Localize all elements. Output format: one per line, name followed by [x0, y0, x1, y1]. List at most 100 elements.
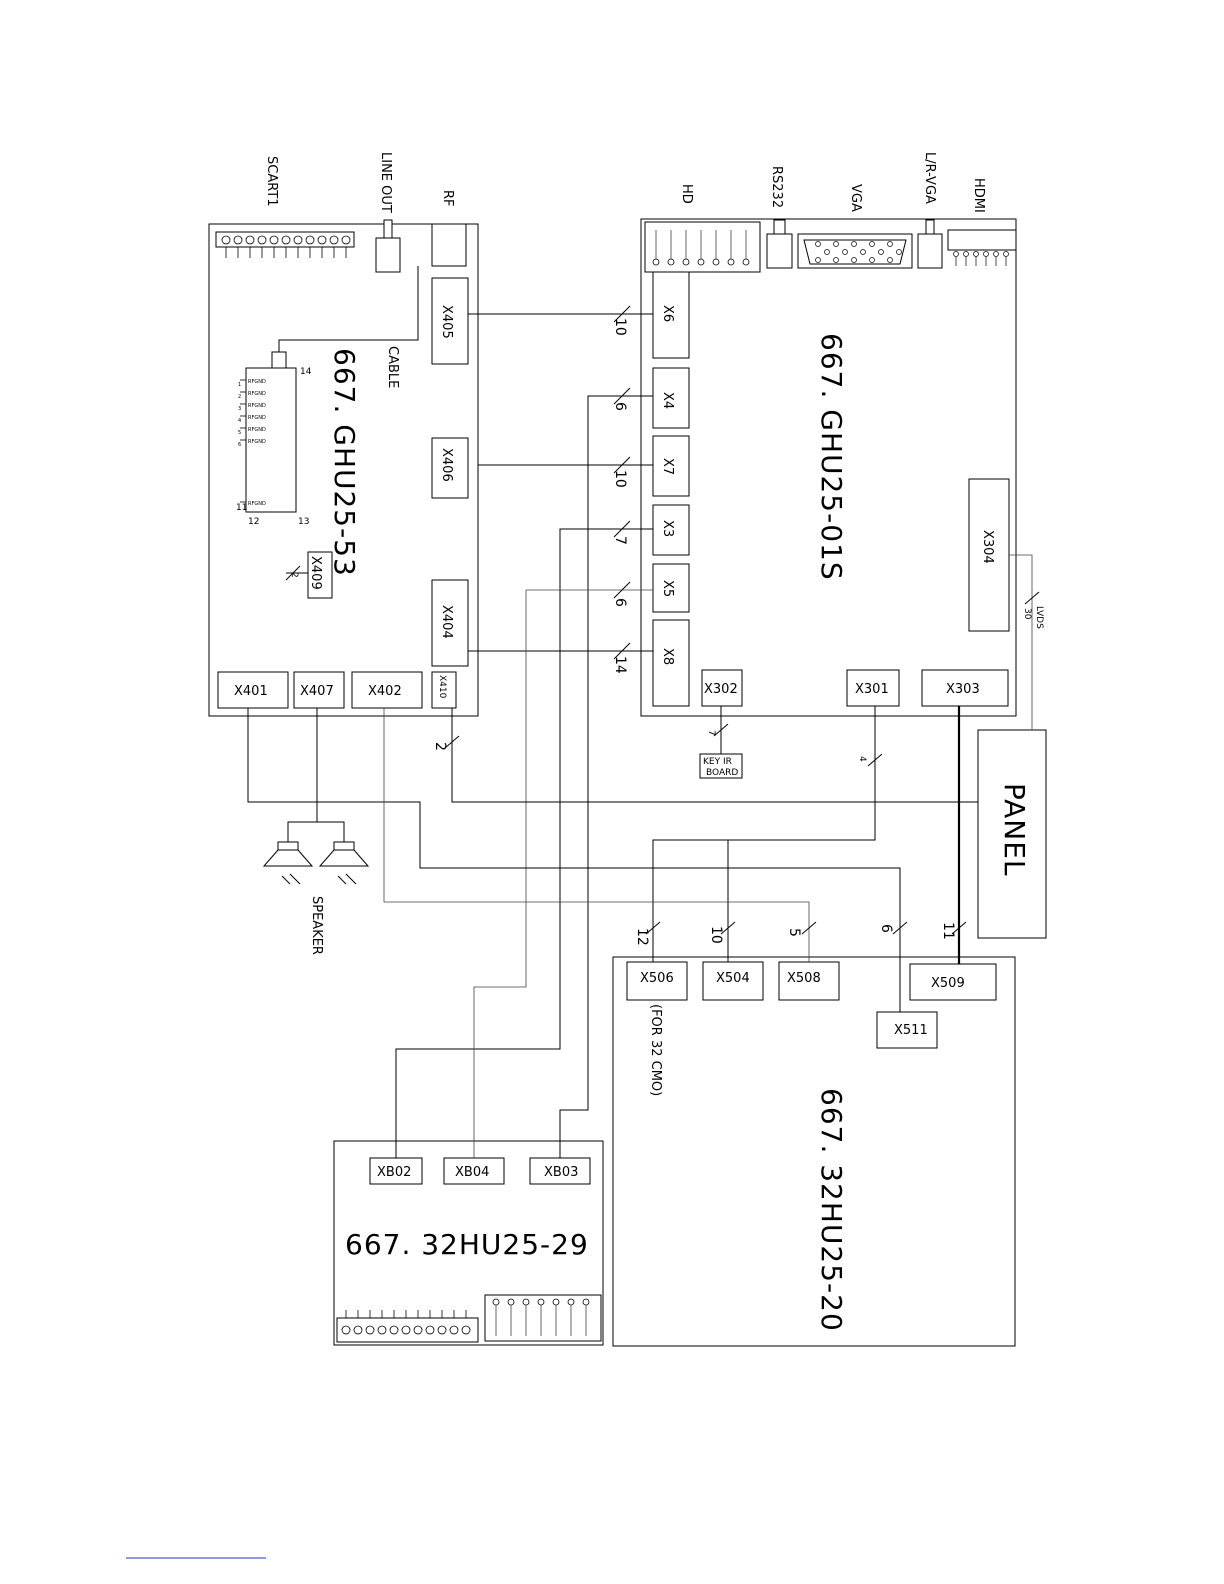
vga-pin — [869, 241, 875, 247]
tuner-pin-top: 14 — [300, 367, 312, 377]
tuner-module: 14 12 13 11 RFGNDRFGNDRFGNDRFGNDRFGNDRFG… — [236, 266, 419, 527]
vga-pin — [869, 257, 875, 263]
wc-x302: 7 — [706, 730, 716, 736]
x509-connector — [909, 963, 997, 1001]
wire-x410-panel — [451, 708, 978, 803]
x407-label: X407 — [300, 684, 334, 699]
scart1-pin — [293, 235, 303, 245]
x504-label: X504 — [716, 971, 750, 986]
bottom-av-connector — [484, 1294, 602, 1342]
wire-x4-xb03 — [559, 395, 653, 1158]
wire-tick — [645, 921, 661, 935]
x401-label: X401 — [234, 684, 268, 699]
board-32hu25-20 — [612, 956, 1016, 1347]
wire-tick — [613, 456, 631, 474]
vga-pin — [833, 257, 839, 263]
tuner-pin-number: 5 — [238, 430, 241, 436]
hdmi-pin — [973, 251, 979, 257]
panel-box — [977, 729, 1047, 939]
xb03-label: XB03 — [544, 1165, 578, 1180]
x406-connector — [431, 437, 469, 499]
xb04-connector — [443, 1157, 505, 1185]
wc-x506: 12 — [634, 928, 650, 946]
wire-tick — [867, 753, 883, 767]
scart1-label: SCART1 — [264, 156, 279, 207]
scart1-pin — [269, 235, 279, 245]
x511-label: X511 — [894, 1023, 928, 1038]
wire-tick — [801, 921, 817, 935]
tuner-pin-number: 1 — [238, 382, 241, 388]
wire-tick — [720, 921, 736, 935]
x302-connector — [701, 669, 743, 707]
wire-x402-x508 — [383, 708, 810, 962]
x303-label: X303 — [946, 682, 980, 697]
x5-connector — [652, 563, 690, 613]
wc-x509: 11 — [940, 922, 956, 940]
x301-connector — [846, 669, 900, 707]
vga-connector — [797, 233, 913, 269]
hdmi-label: HDMI — [971, 178, 986, 213]
x506-label: X506 — [640, 971, 674, 986]
tuner-pin-br: 13 — [298, 517, 309, 527]
vga-pin — [815, 241, 821, 247]
x508-connector — [778, 961, 840, 1001]
hdmi-pin — [963, 251, 969, 257]
x4-connector — [652, 367, 690, 429]
wire-tick — [613, 520, 631, 538]
tuner-pin-label: RFGND — [248, 427, 266, 433]
tuner-pin-label: RFGND — [248, 391, 266, 397]
wire-x3-xb02 — [395, 528, 653, 1158]
lvds-label: LVDS — [1034, 606, 1044, 629]
x8-label: X8 — [660, 648, 675, 665]
wc-x410: 2 — [432, 742, 448, 751]
vga-pin — [878, 249, 884, 255]
x409-label: X409 — [308, 556, 323, 590]
vga-pin — [815, 257, 821, 263]
x7-label: X7 — [660, 458, 675, 475]
board-ghu25-01s — [640, 218, 1017, 717]
rs232-plug — [773, 219, 786, 235]
xb02-label: XB02 — [377, 1165, 411, 1180]
hdmi-pin — [1003, 251, 1009, 257]
scart1-pin — [245, 235, 255, 245]
x404-connector — [431, 579, 469, 667]
vga-pin — [851, 257, 857, 263]
bottom-scart-pin — [437, 1325, 447, 1335]
bottom-scart-pin — [449, 1325, 459, 1335]
bottom-scart-pin — [413, 1325, 423, 1335]
wc-x301: 4 — [857, 756, 867, 762]
vga-label: VGA — [848, 184, 863, 212]
bottom-scart-pin — [461, 1325, 471, 1335]
wc-x3: 7 — [612, 536, 628, 545]
tuner-pin-label: RFGND — [248, 379, 266, 385]
vga-pin — [887, 241, 893, 247]
wire-speaker-split — [287, 821, 345, 842]
vga-pin — [824, 249, 830, 255]
tuner-pin-bl: 12 — [248, 517, 259, 527]
wc-x4: 6 — [612, 402, 628, 411]
scart1-pin — [281, 235, 291, 245]
x511-connector — [876, 1011, 938, 1049]
lr-vga-plug — [925, 219, 935, 235]
line-out-jack — [375, 237, 401, 273]
bottom-scart-pin — [377, 1325, 387, 1335]
wire-x301-x506 — [652, 706, 876, 962]
hdmi-pin — [993, 251, 999, 257]
x508-label: X508 — [787, 971, 821, 986]
wire-tick — [444, 735, 460, 749]
bottom-scart-pin — [341, 1325, 351, 1335]
hdmi-pin — [953, 251, 959, 257]
x506-connector — [626, 961, 688, 1001]
tuner-pin-label: RFGND — [248, 501, 266, 507]
scart1-pin — [257, 235, 267, 245]
key-ir-label-1: KEY IR — [703, 757, 732, 767]
bottom-scart-connector — [336, 1310, 479, 1343]
hdmi-connector — [947, 229, 1017, 266]
line-out-plug — [383, 219, 393, 239]
x409-connector — [307, 551, 333, 599]
bottom-scart-pin — [389, 1325, 399, 1335]
vga-pin — [842, 249, 848, 255]
bottom-scart-pin — [425, 1325, 435, 1335]
wire-count-ticks — [444, 305, 1040, 935]
x8-connector — [652, 619, 690, 707]
